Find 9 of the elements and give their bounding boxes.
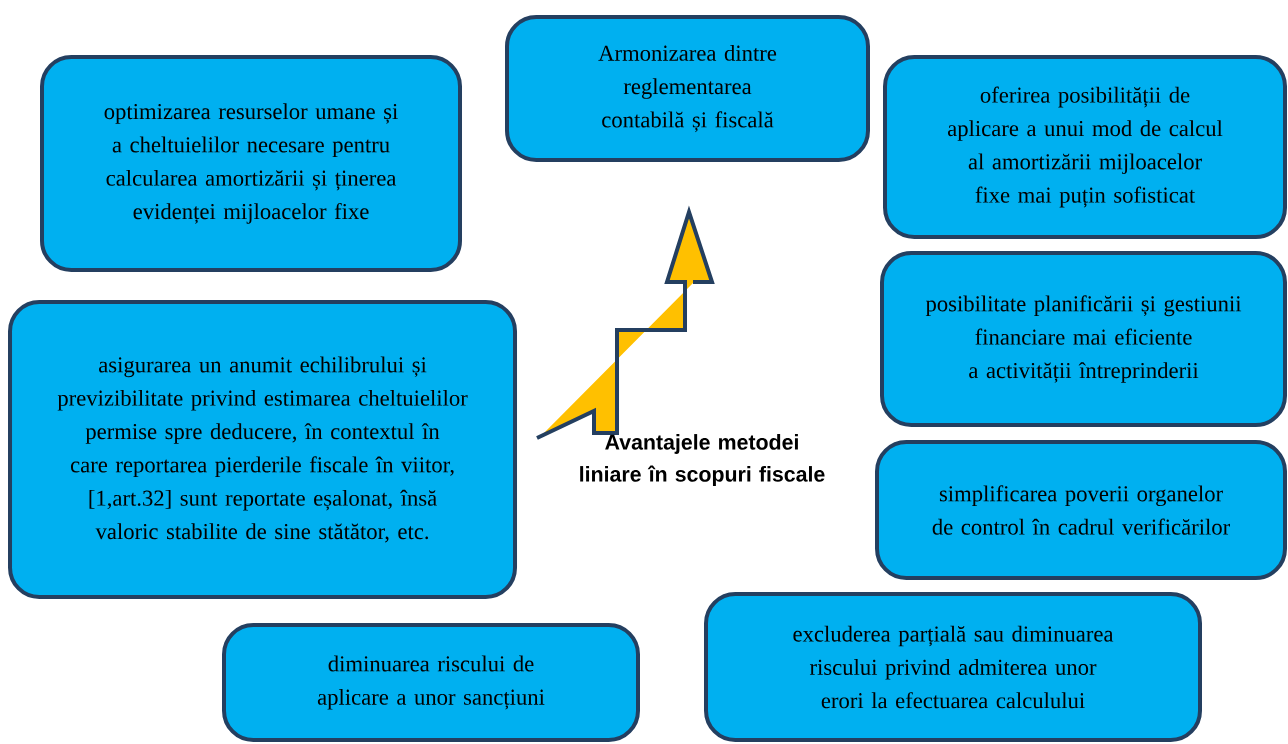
rounded-box: excluderea parțială sau diminuarea riscului privind admiterea unor erori la efectuarea calculului [704,592,1202,742]
center-title: Avantajele metodei liniare în scopuri fiscale [580,434,825,486]
rounded-box: Armonizarea dintre reglementarea contabilă și fiscală [505,15,870,162]
rounded-box: simplificarea poverii organelor de control în cadrul verificărilor [875,440,1287,580]
rounded-box: diminuarea riscului de aplicare a unor sancțiuni [222,623,640,742]
rounded-box: oferirea posibilității de aplicare a unui mod de calcul al amortizării mijloacelor fixe mai puțin sofisticat [883,55,1287,239]
rounded-box: optimizarea resurselor umane și a cheltuielilor necesare pentru calcularea amortizării și ținerea evidenței mijloacelor fixe [40,55,462,272]
rounded-box: posibilitate planificării și gestiunii financiare mai eficiente a activității întreprinderii [880,251,1287,427]
rounded-box: asigurarea un anumit echilibrului și previzibilitate privind estimarea cheltuielilor permise spre deducere, în contextul în care reportarea pierderile fiscale în viitor, [1,art.32] sunt reportate eșalonat, însă valoric stabilite de sine stătător, etc. [8,300,517,599]
